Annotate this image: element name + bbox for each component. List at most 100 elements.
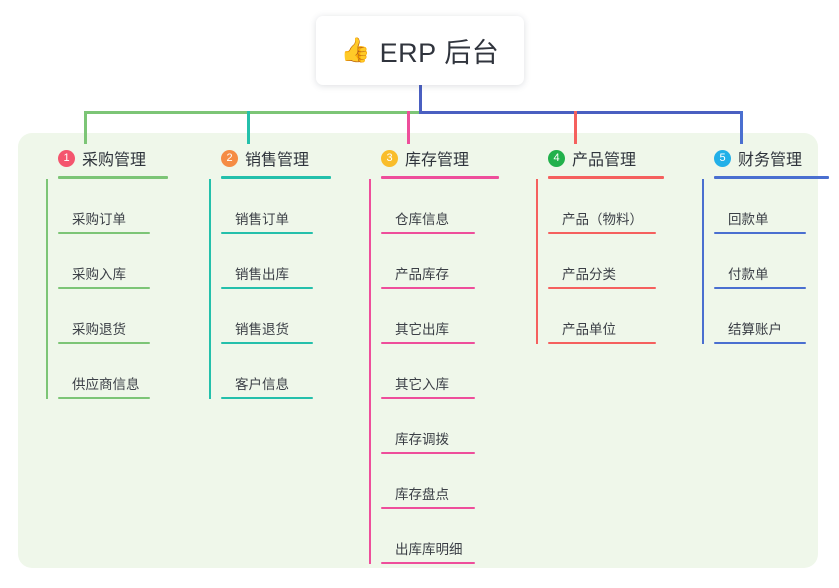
list-item-rule xyxy=(381,342,475,344)
diagram-panel xyxy=(18,133,818,568)
column-title: 销售管理 xyxy=(245,152,310,169)
list-item-rule xyxy=(548,232,656,234)
column-header-rule xyxy=(221,176,331,179)
list-item-label: 产品（物料） xyxy=(562,212,643,227)
list-item[interactable]: 客户信息 xyxy=(221,344,331,399)
list-item-rule xyxy=(714,287,806,289)
column-header-2[interactable]: 2 销售管理 xyxy=(199,146,331,170)
list-item-label: 产品单位 xyxy=(562,322,616,337)
list-item[interactable]: 结算账户 xyxy=(714,289,829,344)
column-badge-icon: 2 xyxy=(221,149,238,167)
column-2: 2 销售管理销售订单销售出库销售退货客户信息 xyxy=(199,146,331,399)
list-item-label: 销售退货 xyxy=(235,322,289,337)
list-item-label: 销售订单 xyxy=(235,212,289,227)
list-item[interactable]: 销售订单 xyxy=(221,179,331,234)
column-spine xyxy=(46,179,48,399)
column-title: 产品管理 xyxy=(572,152,637,169)
column-header-5[interactable]: 5 财务管理 xyxy=(692,146,829,170)
bus-left xyxy=(84,111,419,114)
list-item-rule xyxy=(381,562,475,564)
list-item-rule xyxy=(548,287,656,289)
list-item-rule xyxy=(221,397,313,399)
column-items: 采购订单采购入库采购退货供应商信息 xyxy=(36,179,168,399)
list-item[interactable]: 回款单 xyxy=(714,179,829,234)
column-header-rule xyxy=(381,176,499,179)
list-item-rule xyxy=(58,342,150,344)
list-item[interactable]: 其它出库 xyxy=(381,289,499,344)
column-items: 仓库信息产品库存其它出库其它入库库存调拨库存盘点出库库明细 xyxy=(359,179,499,564)
stub-line-2 xyxy=(247,111,250,144)
list-item[interactable]: 采购订单 xyxy=(58,179,168,234)
list-item-label: 仓库信息 xyxy=(395,212,449,227)
list-item-rule xyxy=(221,232,313,234)
list-item-rule xyxy=(221,287,313,289)
root-node-label: ERP 后台 xyxy=(379,38,500,68)
column-header-rule xyxy=(58,176,168,179)
column-badge-icon: 3 xyxy=(381,149,398,167)
list-item-label: 付款单 xyxy=(728,267,769,282)
column-header-rule xyxy=(714,176,829,179)
column-badge-icon: 5 xyxy=(714,149,731,167)
list-item[interactable]: 仓库信息 xyxy=(381,179,499,234)
list-item-rule xyxy=(381,232,475,234)
list-item-label: 采购订单 xyxy=(72,212,126,227)
list-item[interactable]: 采购退货 xyxy=(58,289,168,344)
list-item-label: 供应商信息 xyxy=(72,377,140,392)
column-badge-icon: 4 xyxy=(548,149,565,167)
list-item-label: 采购退货 xyxy=(72,322,126,337)
list-item-label: 库存盘点 xyxy=(395,487,449,502)
list-item[interactable]: 库存调拨 xyxy=(381,399,499,454)
column-spine xyxy=(536,179,538,344)
list-item-label: 产品库存 xyxy=(395,267,449,282)
list-item[interactable]: 产品（物料） xyxy=(548,179,664,234)
list-item[interactable]: 采购入库 xyxy=(58,234,168,289)
column-badge-icon: 1 xyxy=(58,149,75,167)
list-item[interactable]: 销售退货 xyxy=(221,289,331,344)
column-header-1[interactable]: 1 采购管理 xyxy=(36,146,168,170)
trunk-line xyxy=(419,85,422,111)
stub-line-5 xyxy=(740,111,743,144)
column-title: 财务管理 xyxy=(738,152,803,169)
list-item[interactable]: 供应商信息 xyxy=(58,344,168,399)
stub-line-4 xyxy=(574,111,577,144)
root-node-card[interactable]: 👍 ERP 后台 xyxy=(316,16,524,85)
column-title: 采购管理 xyxy=(82,152,147,169)
list-item-label: 回款单 xyxy=(728,212,769,227)
list-item-rule xyxy=(221,342,313,344)
list-item-rule xyxy=(58,397,150,399)
list-item[interactable]: 产品分类 xyxy=(548,234,664,289)
column-header-4[interactable]: 4 产品管理 xyxy=(526,146,664,170)
list-item-label: 结算账户 xyxy=(728,322,782,337)
list-item-label: 其它出库 xyxy=(395,322,449,337)
list-item[interactable]: 库存盘点 xyxy=(381,454,499,509)
column-items: 销售订单销售出库销售退货客户信息 xyxy=(199,179,331,399)
column-header-rule xyxy=(548,176,664,179)
list-item-rule xyxy=(381,452,475,454)
list-item[interactable]: 产品单位 xyxy=(548,289,664,344)
list-item-rule xyxy=(714,232,806,234)
list-item[interactable]: 其它入库 xyxy=(381,344,499,399)
list-item-label: 采购入库 xyxy=(72,267,126,282)
list-item-label: 销售出库 xyxy=(235,267,289,282)
column-spine xyxy=(209,179,211,399)
list-item-rule xyxy=(58,287,150,289)
column-1: 1 采购管理采购订单采购入库采购退货供应商信息 xyxy=(36,146,168,399)
list-item[interactable]: 销售出库 xyxy=(221,234,331,289)
list-item-label: 产品分类 xyxy=(562,267,616,282)
column-5: 5 财务管理回款单付款单结算账户 xyxy=(692,146,829,344)
column-items: 产品（物料） 产品分类产品单位 xyxy=(526,179,664,344)
column-4: 4 产品管理产品（物料） 产品分类产品单位 xyxy=(526,146,664,344)
thumbs-up-icon: 👍 xyxy=(340,36,371,64)
list-item-label: 库存调拨 xyxy=(395,432,449,447)
list-item[interactable]: 出库库明细 xyxy=(381,509,499,564)
list-item[interactable]: 产品库存 xyxy=(381,234,499,289)
column-items: 回款单付款单结算账户 xyxy=(692,179,829,344)
list-item-label: 客户信息 xyxy=(235,377,289,392)
stub-line-1 xyxy=(84,111,87,144)
stub-line-3 xyxy=(407,111,410,144)
list-item[interactable]: 付款单 xyxy=(714,234,829,289)
list-item-rule xyxy=(58,232,150,234)
bus-right xyxy=(419,111,743,114)
